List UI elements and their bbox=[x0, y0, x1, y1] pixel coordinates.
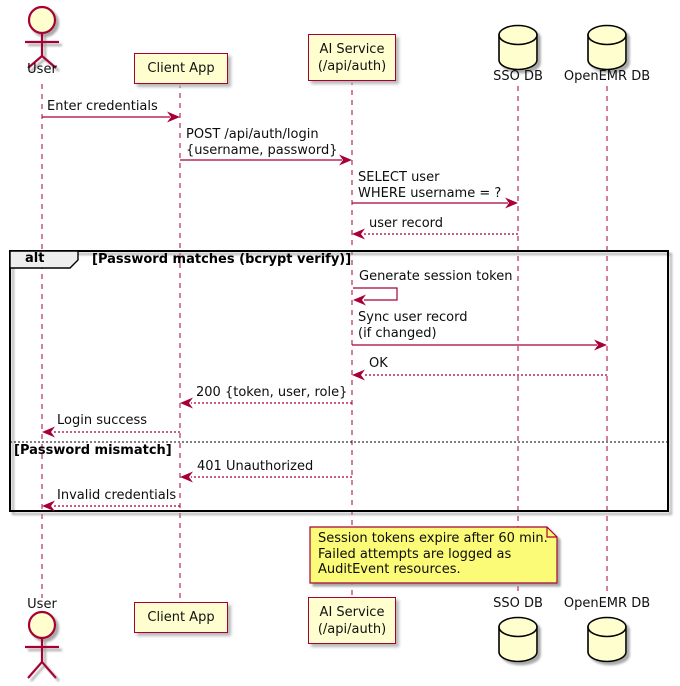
note-text: Session tokens expire after 60 min. Fail… bbox=[318, 531, 548, 577]
participant-label-user-top: User bbox=[27, 62, 57, 77]
arrowhead-right bbox=[167, 111, 180, 123]
message-ok: OK bbox=[369, 356, 388, 371]
arrowheads bbox=[42, 111, 607, 512]
participant-label-openemr-top: OpenEMR DB bbox=[563, 69, 651, 84]
dashed-arrows bbox=[53, 233, 607, 507]
arrowhead-right bbox=[594, 339, 607, 351]
arrowhead-left bbox=[352, 369, 365, 381]
message-user-record: user record bbox=[369, 216, 444, 231]
message-invalid-credentials: Invalid credentials bbox=[57, 488, 177, 503]
arrowhead-left bbox=[42, 500, 55, 512]
database-icon-openemr-bottom bbox=[587, 616, 627, 663]
solid-arrows bbox=[42, 116, 597, 346]
message-response-401: 401 Unauthorized bbox=[197, 459, 314, 474]
database-icon-openemr-top bbox=[587, 24, 627, 71]
actor-icon-user-bottom bbox=[25, 610, 59, 679]
message-generate-token: Generate session token bbox=[359, 269, 513, 284]
arrowhead-right bbox=[339, 154, 352, 166]
participant-box-client-bottom: Client App bbox=[134, 602, 228, 633]
participant-label-sso-bottom: SSO DB bbox=[493, 596, 543, 611]
arrowhead-right bbox=[505, 197, 518, 209]
alt-condition-mismatch: [Password mismatch] bbox=[14, 443, 172, 458]
database-icon-sso-bottom bbox=[498, 616, 538, 663]
message-enter-credentials: Enter credentials bbox=[47, 99, 158, 114]
note-shape bbox=[309, 526, 558, 584]
database-icon-sso-top bbox=[498, 24, 538, 71]
message-post-login: POST /api/auth/login {username, password… bbox=[186, 127, 338, 158]
participant-box-ai-service-bottom: AI Service (/api/auth) bbox=[308, 597, 396, 644]
actor-icon-user-top bbox=[25, 5, 59, 69]
participant-box-ai-service-top: AI Service (/api/auth) bbox=[308, 34, 396, 81]
message-login-success: Login success bbox=[57, 413, 148, 428]
arrowhead-left bbox=[353, 294, 366, 306]
alt-fragment-frame bbox=[9, 250, 669, 512]
participant-box-client-top: Client App bbox=[134, 53, 228, 84]
note-fold-corner bbox=[546, 527, 557, 538]
message-select-user: SELECT user WHERE username = ? bbox=[358, 170, 502, 201]
arrowhead-left bbox=[180, 397, 193, 409]
message-response-200: 200 {token, user, role} bbox=[196, 385, 348, 400]
arrowhead-left bbox=[42, 426, 55, 438]
participant-label-sso-top: SSO DB bbox=[493, 69, 543, 84]
arrow-generate-token-self bbox=[353, 287, 398, 301]
participant-label-user-bottom: User bbox=[27, 597, 57, 612]
message-sync-user: Sync user record (if changed) bbox=[358, 310, 468, 341]
participant-label-openemr-bottom: OpenEMR DB bbox=[563, 596, 651, 611]
alt-condition-match: [Password matches (bcrypt verify)] bbox=[92, 252, 352, 267]
alt-operator-label: alt bbox=[25, 251, 45, 266]
arrowhead-left bbox=[180, 471, 193, 483]
arrowhead-left bbox=[352, 228, 365, 240]
alt-operator-pentagon bbox=[9, 250, 79, 269]
